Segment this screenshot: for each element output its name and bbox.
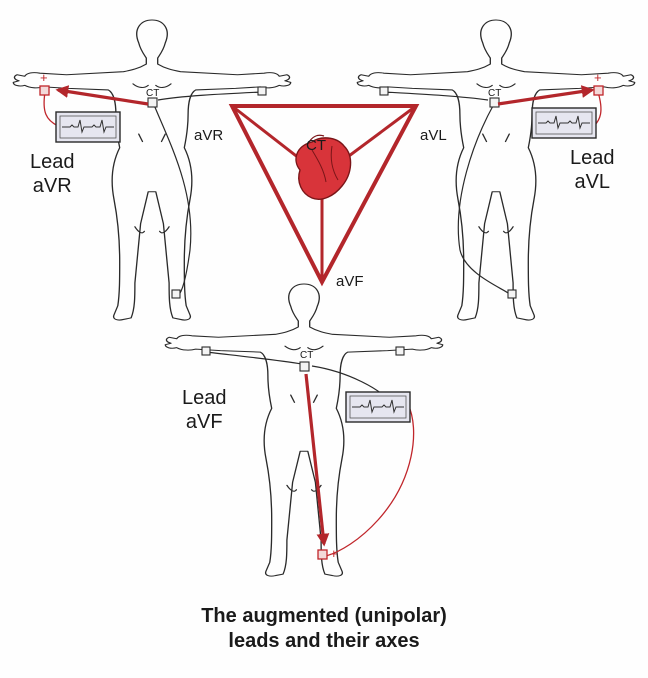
bottom-electrode-ct (299, 361, 310, 372)
bottom-axis-arrow (304, 373, 330, 547)
left-electrode-ct (147, 97, 158, 108)
bottom-ct-label: CT (300, 350, 313, 361)
left-monitor (55, 111, 121, 143)
caption-line2: leads and their axes (228, 630, 420, 652)
right-plus-sign: + (594, 70, 602, 85)
left-wire-red (43, 91, 59, 127)
lead-avr-line1: Lead (30, 151, 75, 173)
heart-icon (295, 134, 352, 200)
lead-avr-label: Lead aVR (30, 150, 75, 198)
bottom-electrode-red (317, 549, 328, 560)
bottom-monitor (345, 391, 411, 423)
bottom-plus-sign: + (330, 546, 338, 561)
right-electrode-arm (379, 86, 389, 96)
right-electrode-leg (507, 289, 517, 299)
triangle-label-avl: aVL (420, 127, 447, 144)
triangle-label-avf: aVF (336, 273, 364, 290)
left-wire-arm (157, 91, 263, 101)
left-electrode-leg (171, 289, 181, 299)
left-plus-sign: + (40, 70, 48, 85)
triangle-label-avr: aVR (194, 127, 223, 144)
left-electrode-red (39, 85, 50, 96)
right-wire-torso (457, 103, 513, 297)
right-monitor (531, 107, 597, 139)
right-electrode-red (593, 85, 604, 96)
bottom-wire-arm-left (205, 351, 303, 365)
right-electrode-ct (489, 97, 500, 108)
left-electrode-arm (257, 86, 267, 96)
bottom-electrode-arm-left (201, 346, 211, 356)
einthoven-triangle (228, 104, 420, 287)
lead-avl-line2: aVL (574, 171, 611, 193)
lead-avl-label: Lead aVL (570, 146, 615, 194)
figure-caption: The augmented (unipolar) leads and their… (0, 604, 648, 654)
left-wire-torso (151, 99, 192, 297)
right-wire-arm (383, 91, 489, 101)
lead-avf-label: Lead aVF (182, 386, 227, 434)
right-ct-label: CT (488, 88, 501, 99)
lead-avf-line1: Lead (182, 387, 227, 409)
bottom-electrode-arm-right (395, 346, 405, 356)
caption-line1: The augmented (unipolar) (201, 605, 447, 627)
lead-avl-line1: Lead (570, 147, 615, 169)
left-axis-arrow (55, 85, 149, 106)
lead-avr-line2: aVR (32, 175, 72, 197)
bottom-wire-red (325, 403, 415, 557)
triangle-label-ct: CT (306, 137, 326, 154)
lead-avf-line2: aVF (185, 411, 223, 433)
left-ct-label: CT (146, 88, 159, 99)
right-axis-arrow (497, 85, 595, 106)
